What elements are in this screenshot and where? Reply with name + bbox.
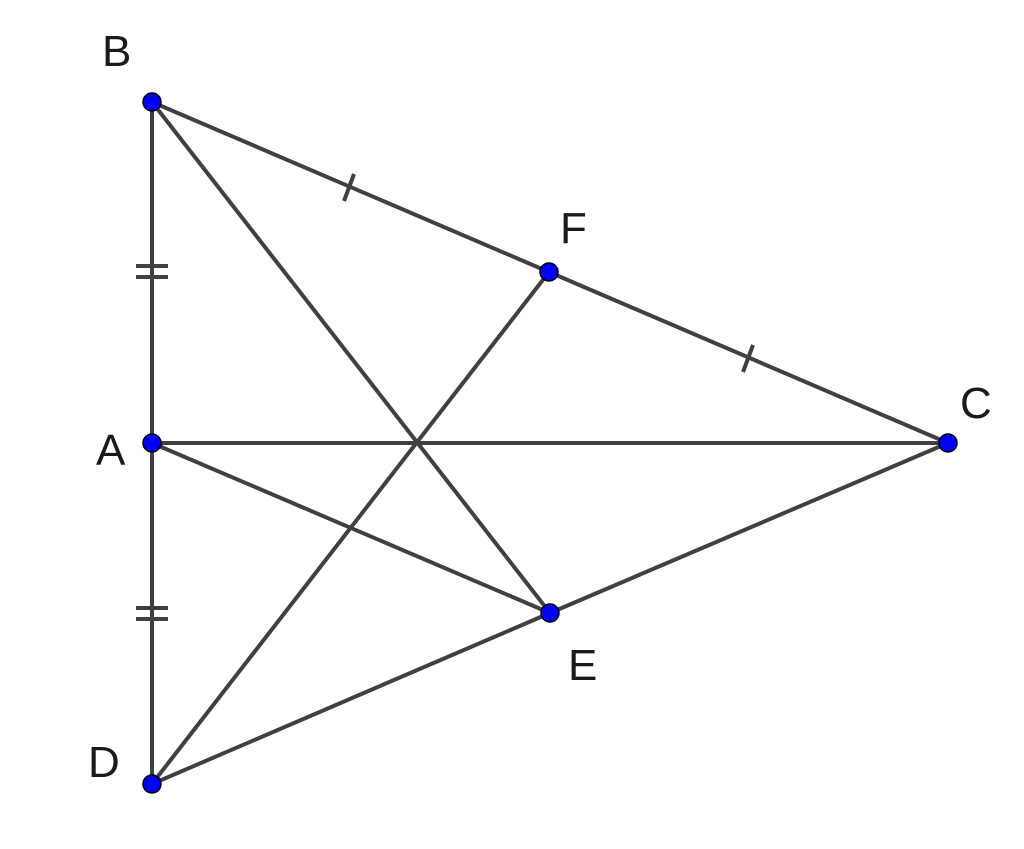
equal-length-marks: [136, 173, 755, 621]
label-B: B: [102, 27, 131, 76]
tick-mark-FC: [741, 344, 755, 373]
segment-BE: [150, 100, 552, 615]
point-C[interactable]: [938, 433, 958, 453]
label-A: A: [96, 426, 126, 475]
point-D[interactable]: [142, 774, 162, 794]
label-F: F: [560, 204, 587, 253]
segments-layer: [150, 100, 950, 786]
points-layer: [142, 92, 958, 794]
point-E[interactable]: [540, 603, 560, 623]
point-F[interactable]: [539, 262, 559, 282]
labels-layer: B F C A E D: [88, 27, 992, 787]
tick-mark-BF: [342, 173, 356, 202]
label-D: D: [88, 738, 120, 787]
point-A[interactable]: [142, 433, 162, 453]
label-E: E: [568, 641, 597, 690]
point-B[interactable]: [142, 92, 162, 112]
segment-DE: [150, 611, 552, 786]
label-C: C: [960, 379, 992, 428]
segment-DF: [150, 270, 551, 786]
segment-EC: [548, 441, 950, 615]
